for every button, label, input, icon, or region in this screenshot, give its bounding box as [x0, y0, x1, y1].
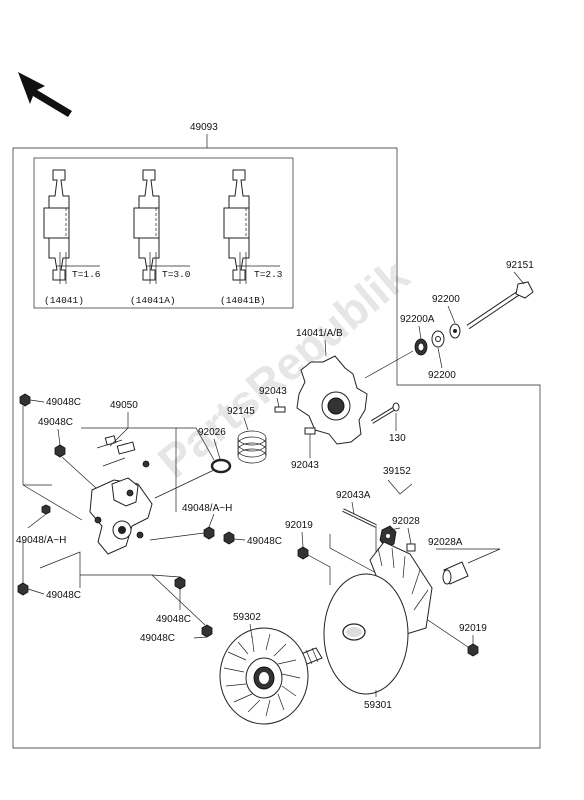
nut-49048C-right	[223, 531, 235, 545]
label-49048AH-b: 49048/A~H	[182, 503, 232, 514]
shim-part-label-2: (14041A)	[130, 295, 176, 306]
nut-49048C-top-left	[19, 393, 31, 407]
label-92026: 92026	[198, 427, 226, 438]
bushing	[104, 435, 117, 446]
nut-49048AH-right	[203, 526, 215, 540]
shim-profile-2: T=3.0 (14041A)	[130, 169, 191, 306]
label-92043-b: 92043	[291, 460, 319, 471]
thickness-label-2: T=3.0	[162, 269, 191, 280]
weight-arm-assembly	[89, 477, 153, 555]
label-92019-b: 92019	[459, 623, 487, 634]
nut-92019-a	[297, 546, 309, 560]
label-92200-a: 92200	[432, 294, 460, 305]
thickness-label-1: T=1.6	[72, 269, 101, 280]
nut-49048C-bottom-b	[201, 624, 213, 638]
movable-sheave-59301	[323, 541, 433, 695]
label-49048C-b: 49048C	[38, 417, 73, 428]
label-49048C-c: 49048C	[46, 590, 81, 601]
label-92200A: 92200A	[400, 314, 435, 325]
bushing-92028A	[442, 561, 469, 585]
label-49050: 49050	[110, 400, 138, 411]
label-14041AB: 14041/A/B	[296, 328, 343, 339]
pin-92043-b	[304, 427, 316, 435]
thickness-label-3: T=2.3	[254, 269, 283, 280]
label-92019-a: 92019	[285, 520, 313, 531]
label-92043-a: 92043	[259, 386, 287, 397]
label-92028A: 92028A	[428, 537, 463, 548]
watermark: PartsRepublik	[148, 249, 419, 488]
shim-part-label-3: (14041B)	[220, 295, 266, 306]
shim-kit-inset: T=1.6 (14041) T=3.0 (14041A) T=2.3 (1404…	[33, 157, 294, 309]
label-59302: 59302	[233, 612, 261, 623]
nut-92019-b	[467, 643, 479, 657]
label-92200-b: 92200	[428, 370, 456, 381]
label-92043A: 92043A	[336, 490, 371, 501]
label-49048C-f: 49048C	[140, 633, 175, 644]
shim-profile-1: T=1.6 (14041)	[43, 169, 101, 306]
o-ring-92026	[210, 458, 232, 474]
nut-49048C-bottom-left	[17, 582, 29, 596]
front-arrow-icon	[18, 72, 72, 117]
nut-49048C-a	[54, 444, 66, 458]
nut-49048AH-left	[41, 504, 51, 515]
shim-part-label-1: (14041)	[44, 295, 84, 306]
label-49048C-a: 49048C	[46, 397, 81, 408]
shim-profile-3: T=2.3 (14041B)	[220, 169, 283, 306]
pin-92028	[406, 543, 416, 552]
spider-hub-14041	[296, 355, 368, 445]
roller-pin	[116, 441, 136, 455]
fixed-sheave-59302	[219, 627, 323, 725]
nut-49048C-bottom-a	[174, 576, 186, 590]
assembly-frame	[12, 147, 541, 749]
bolt-130	[370, 402, 400, 424]
label-49048C-d: 49048C	[247, 536, 282, 547]
bearing-92200A	[414, 338, 428, 356]
kit-number-label: 49093	[190, 122, 218, 133]
label-49048C-e: 49048C	[156, 614, 191, 625]
label-49048AH-a: 49048/A~H	[16, 535, 66, 546]
spring-92145	[237, 430, 267, 464]
bolt-92151	[466, 271, 534, 330]
label-39152: 39152	[383, 466, 411, 477]
pin-92043-a	[274, 406, 286, 413]
label-92028: 92028	[392, 516, 420, 527]
label-130: 130	[389, 433, 406, 444]
label-92151: 92151	[506, 260, 534, 271]
label-92145: 92145	[227, 406, 255, 417]
label-59301: 59301	[364, 700, 392, 711]
roller-washer	[142, 460, 150, 468]
